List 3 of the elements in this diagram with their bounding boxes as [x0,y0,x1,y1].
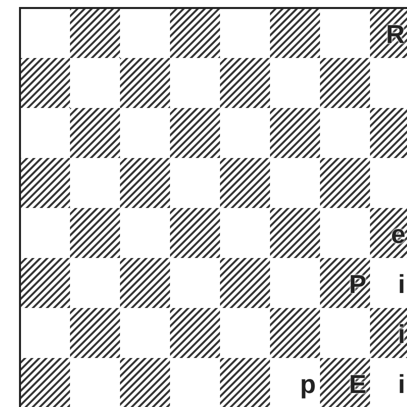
piece-letter: i [398,371,406,397]
piece-letter: p [300,371,316,397]
piece-letter: i [398,271,406,297]
